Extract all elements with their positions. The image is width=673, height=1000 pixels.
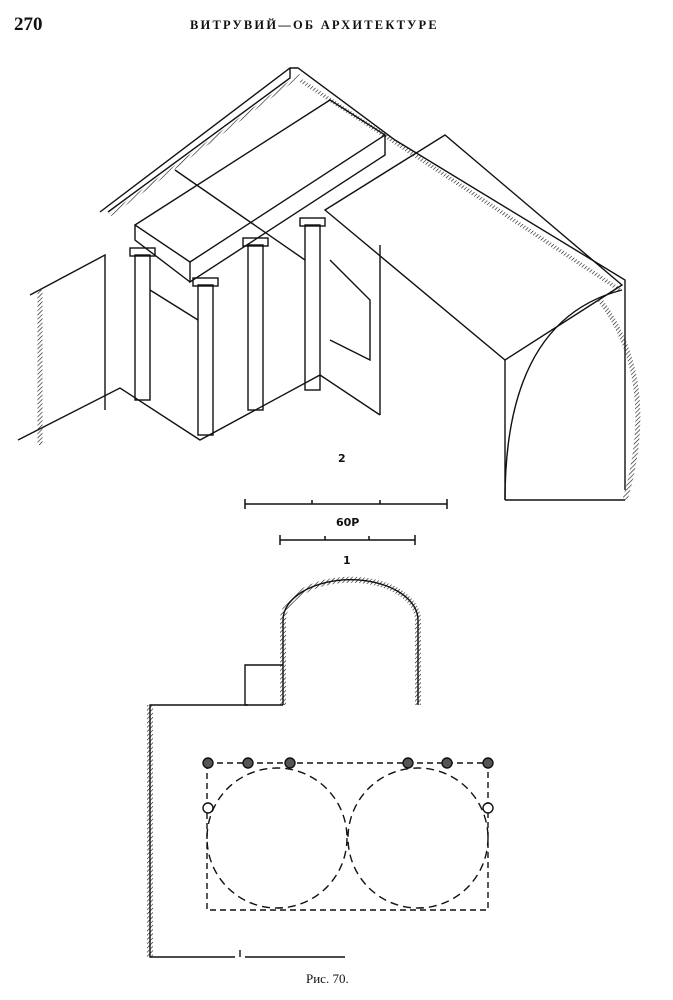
scale-label: 60Р <box>336 516 360 529</box>
isometric-section-drawing <box>17 67 641 501</box>
plan-columns <box>202 757 494 814</box>
scale-bars <box>244 499 448 545</box>
figure-caption: Рис. 70. <box>306 971 349 986</box>
page-number: 270 <box>14 14 43 35</box>
columns <box>129 217 326 436</box>
plan-label: 1 <box>343 554 351 567</box>
running-head: ВИТРУВИЙ—ОБ АРХИТЕКТУРЕ <box>190 18 439 32</box>
floor-plan <box>147 576 494 958</box>
section-label: 2 <box>338 452 346 465</box>
